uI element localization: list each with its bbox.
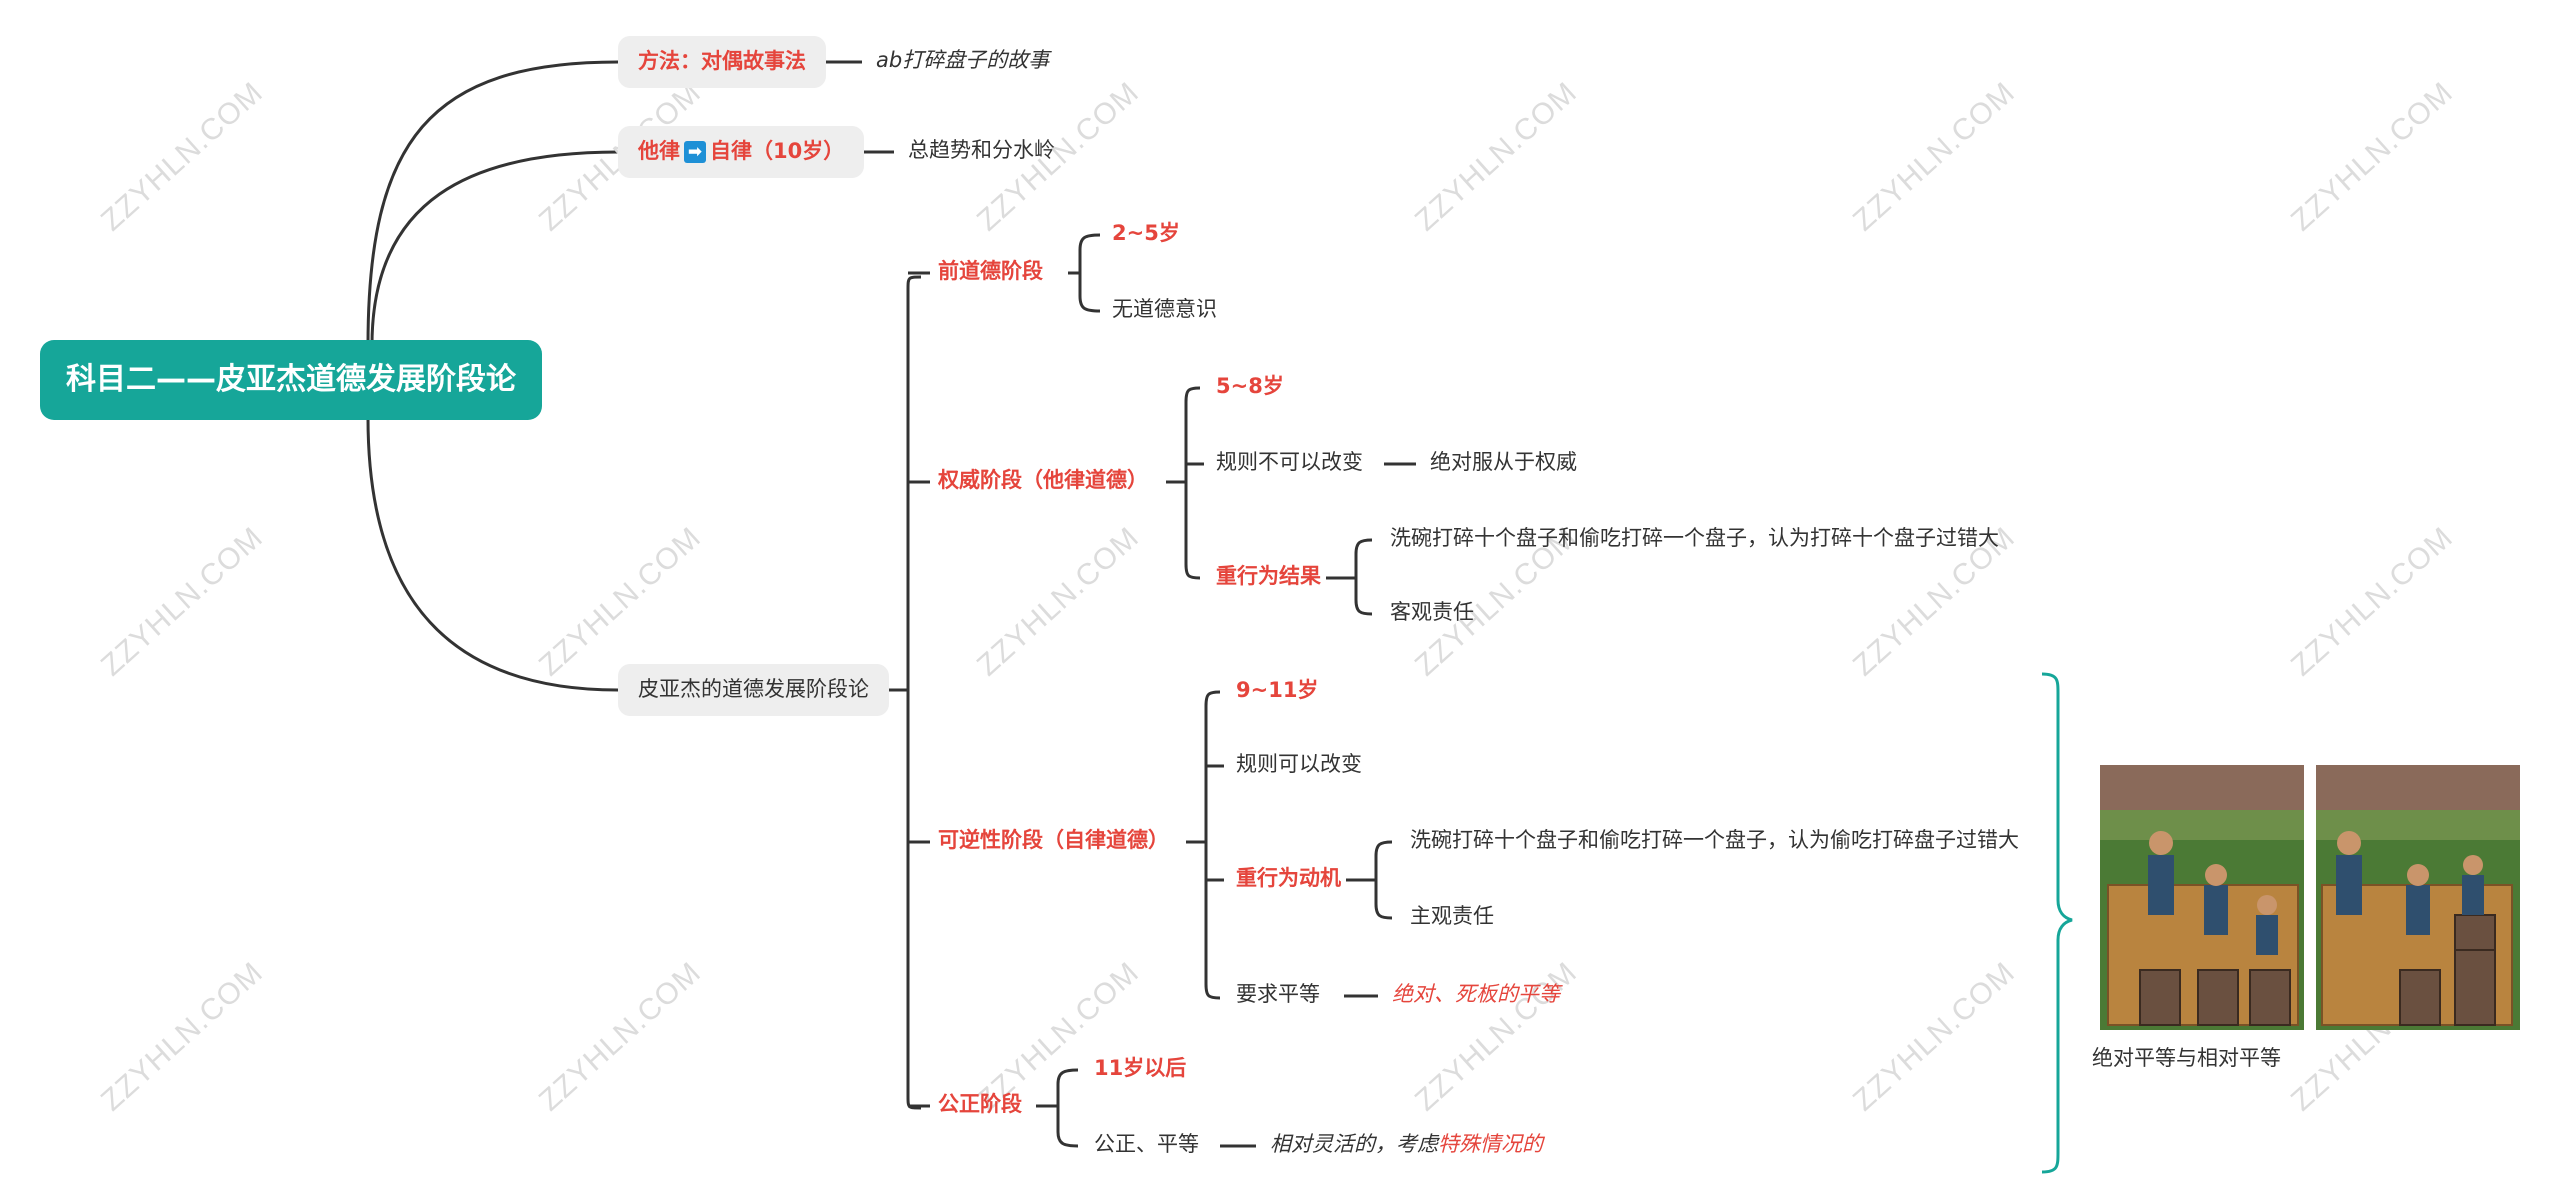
heteronomy-topic[interactable]: 他律 ➡ 自律（10岁） (618, 126, 865, 178)
justice-age: 11岁以后 (1094, 1056, 1187, 1080)
reversible-motive-responsibility: 主观责任 (1410, 904, 1494, 928)
method-label: 方法：对偶故事法 (638, 49, 806, 74)
authority-age: 5~8岁 (1216, 374, 1284, 398)
pre-desc: 无道德意识 (1112, 297, 1217, 321)
authority-result-responsibility: 客观责任 (1390, 600, 1474, 624)
reversible-equality: 要求平等 (1236, 982, 1320, 1006)
justice-note-part: 相对灵活的，考虑 (1270, 1132, 1438, 1156)
pre-age: 2~5岁 (1112, 221, 1180, 245)
right-arrow-icon: ➡ (684, 141, 706, 163)
reversible-motive: 重行为动机 (1236, 866, 1341, 890)
stage-pre-moral[interactable]: 前道德阶段 (938, 259, 1043, 283)
method-note: ab打碎盘子的故事 (876, 48, 1050, 72)
stage-reversible[interactable]: 可逆性阶段（自律道德） (938, 828, 1169, 852)
illustration-caption: 绝对平等与相对平等 (2092, 1046, 2281, 1070)
authority-rule: 规则不可以改变 (1216, 450, 1363, 474)
heteronomy-note: 总趋势和分水岭 (908, 138, 1055, 162)
root-topic[interactable]: 科目二——皮亚杰道德发展阶段论 (40, 340, 542, 420)
justice-fair-note: 相对灵活的，考虑特殊情况的 (1270, 1132, 1543, 1157)
method-topic[interactable]: 方法：对偶故事法 (618, 36, 826, 88)
reversible-age: 9~11岁 (1236, 678, 1319, 702)
heteronomy-left-label: 他律 (638, 139, 680, 164)
authority-result: 重行为结果 (1216, 564, 1321, 588)
justice-note-highlight: 特殊情况的 (1438, 1132, 1543, 1156)
reversible-motive-example: 洗碗打碎十个盘子和偷吃打碎一个盘子，认为偷吃打碎盘子过错大 (1410, 828, 2019, 852)
stage-justice[interactable]: 公正阶段 (938, 1092, 1022, 1116)
reversible-rule: 规则可以改变 (1236, 752, 1362, 776)
heteronomy-right-label: 自律（10岁） (710, 139, 845, 164)
justice-fair: 公正、平等 (1094, 1132, 1199, 1156)
root-title: 科目二——皮亚杰道德发展阶段论 (66, 362, 516, 397)
theory-topic[interactable]: 皮亚杰的道德发展阶段论 (618, 664, 889, 716)
theory-label: 皮亚杰的道德发展阶段论 (638, 677, 869, 702)
reversible-equality-note: 绝对、死板的平等 (1392, 982, 1560, 1006)
authority-rule-note: 绝对服从于权威 (1430, 450, 1577, 474)
authority-result-example: 洗碗打碎十个盘子和偷吃打碎一个盘子，认为打碎十个盘子过错大 (1390, 526, 1999, 550)
equality-illustration[interactable] (2100, 765, 2520, 1030)
summary-bracket (2041, 672, 2073, 1174)
stage-authority[interactable]: 权威阶段（他律道德） (938, 468, 1148, 492)
